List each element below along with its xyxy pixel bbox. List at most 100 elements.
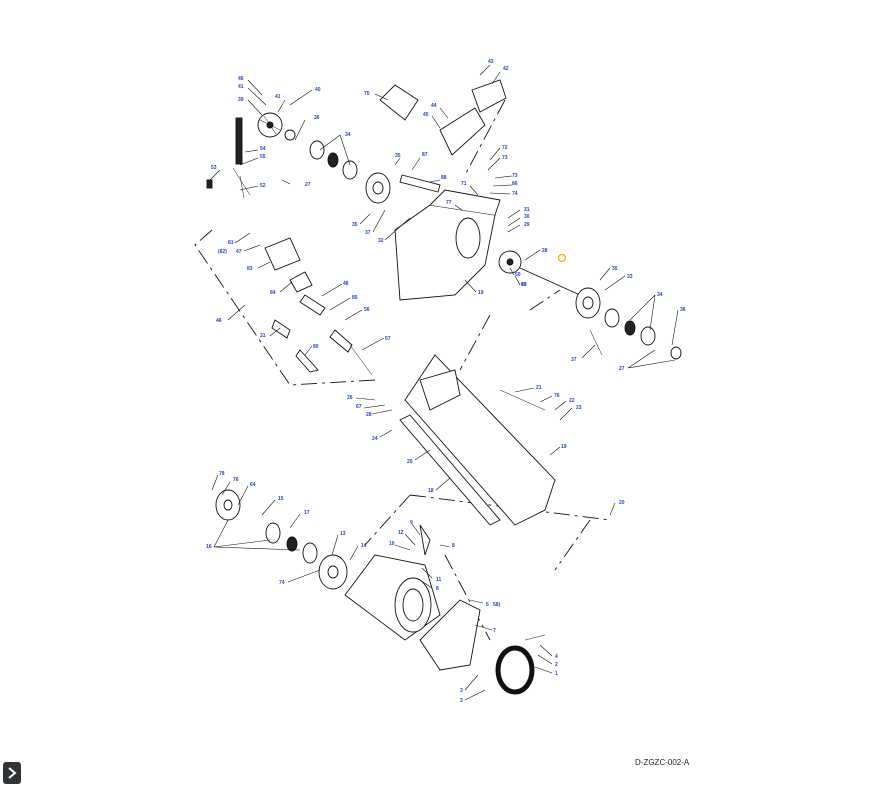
callout-c1: 1: [555, 671, 558, 677]
callout-c30: 30: [524, 214, 530, 220]
callout-c31b: 31: [524, 207, 530, 213]
upper-housing: [394, 174, 501, 301]
callout-c35b: 35: [352, 222, 358, 228]
callout-c46b: 46: [216, 318, 222, 324]
callout-c4: 4: [555, 654, 558, 660]
callout-c22: 22: [569, 398, 575, 404]
callout-c3a: 3: [460, 688, 463, 694]
callout-c72: 72: [502, 145, 508, 151]
sprocket-assembly-left: [206, 112, 296, 199]
callout-c65: 65: [521, 282, 527, 288]
callout-c14: 14: [361, 543, 367, 549]
callout-c11: 11: [436, 577, 442, 583]
callout-c55: 55: [260, 154, 266, 160]
callout-c19a: 19: [478, 290, 484, 296]
callout-c74a: 74: [512, 191, 518, 197]
linkage-parts-left: [264, 237, 373, 376]
callout-c16: 16: [206, 544, 212, 550]
callout-c35c: 35: [612, 266, 618, 272]
callout-c73a: 73: [502, 155, 508, 161]
callout-c41a: 41: [238, 84, 244, 90]
callout-c85: 85: [352, 295, 358, 301]
drive-sprocket-right: [498, 250, 581, 296]
callout-c83: 83: [247, 266, 253, 272]
callout-c64: 64: [250, 482, 256, 488]
callout-c13: 13: [340, 531, 346, 537]
callout-c33: 33: [627, 274, 633, 280]
bearing-set-bottom: [215, 489, 348, 590]
callout-c45: 45: [423, 112, 429, 118]
callout-c27b: 27: [619, 366, 625, 372]
callout-c78: 78: [219, 471, 225, 477]
callout-c56: 56: [364, 307, 370, 313]
callout-c21: 21: [536, 385, 542, 391]
callout-c81: 81: [228, 240, 234, 246]
callout-c10: 10: [389, 541, 395, 547]
callout-c42: 42: [503, 66, 509, 72]
callout-c77: 77: [446, 200, 452, 206]
callout-c31a: 31: [260, 333, 266, 339]
callout-c19b: 19: [561, 444, 567, 450]
callout-c73b: 73: [512, 173, 518, 179]
callout-c7: 7: [493, 628, 496, 634]
callout-c20b: 20: [619, 500, 625, 506]
callout-c37b: 37: [571, 357, 577, 363]
callout-c27a: 27: [305, 182, 311, 188]
callout-c34b: 34: [657, 292, 663, 298]
callout-c18: 18: [428, 488, 434, 494]
callout-c57: 57: [385, 336, 391, 342]
callout-c44: 44: [431, 103, 437, 109]
callout-c87: 87: [422, 152, 428, 158]
callout-c52: 52: [260, 183, 266, 189]
callout-c24: 24: [372, 436, 378, 442]
fan-housing: [344, 524, 481, 671]
callout-c17: 17: [304, 510, 310, 516]
callout-c5: 5: [486, 602, 489, 608]
callout-c88: 88: [441, 175, 447, 181]
callout-c8a: 8: [452, 543, 455, 549]
callout-c26: 26: [347, 395, 353, 401]
callout-c23: 23: [576, 405, 582, 411]
callout-c54: 54: [260, 146, 266, 152]
callout-c76b: 76: [233, 477, 239, 483]
callout-c32: 32: [378, 238, 384, 244]
rubber-ring: [495, 634, 546, 695]
callout-c47: 47: [236, 249, 242, 255]
callout-c75: 75: [364, 91, 370, 97]
callout-c43: 43: [488, 59, 494, 65]
callout-c35a: 35: [395, 153, 401, 159]
callout-c3b: 3: [460, 698, 463, 704]
callout-c20a: 20: [407, 459, 413, 465]
callout-c39: 39: [238, 97, 244, 103]
callout-c29: 29: [524, 222, 530, 228]
cover-plates-top: [379, 79, 507, 156]
chute-body: [399, 354, 556, 526]
callout-labels: 46 41 39 41 40 36 34 54 55 53 52 27 43 4…: [206, 59, 686, 704]
callout-c84: 84: [270, 290, 276, 296]
callout-c15: 15: [278, 496, 284, 502]
callout-c46: 46: [238, 76, 244, 82]
expand-panel-button[interactable]: [3, 762, 21, 784]
callout-c74b: 74: [279, 580, 285, 586]
callout-c36b: 36: [680, 307, 686, 313]
callout-c12: 12: [398, 530, 404, 536]
callout-c8b: 8: [436, 586, 439, 592]
callout-c82: (82): [218, 249, 227, 255]
callout-c36a: 36: [314, 115, 320, 121]
callout-c41b: 41: [275, 94, 281, 100]
callout-c28a: 28: [542, 248, 548, 254]
callout-c71: 71: [461, 181, 467, 187]
leader-lines: [209, 64, 679, 701]
bearing-set-top: [309, 140, 391, 204]
callout-c37a: 37: [365, 230, 371, 236]
callout-c50: 50: [515, 272, 521, 278]
callout-c80: 80: [313, 344, 319, 350]
callout-c49: 49: [521, 282, 527, 288]
callout-c28b: 28: [366, 412, 372, 418]
callout-c86: 86: [512, 181, 518, 187]
drawing-code-label: D-ZGZC-002-A: [635, 758, 690, 767]
callout-c40: 40: [315, 87, 321, 93]
callout-c34a: 34: [345, 132, 351, 138]
bearing-set-right: [575, 287, 682, 360]
